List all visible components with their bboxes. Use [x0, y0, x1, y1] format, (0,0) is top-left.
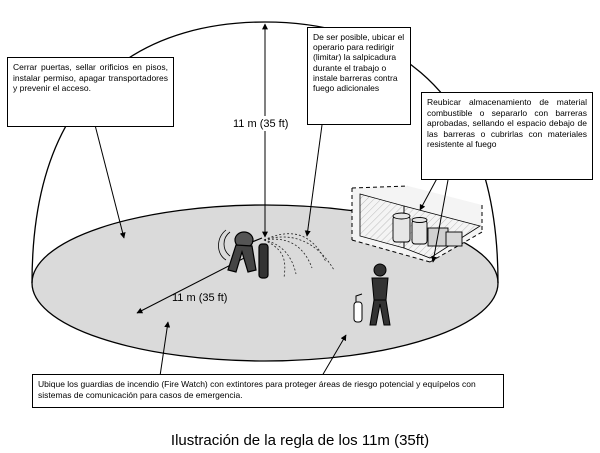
callout-firewatch: Ubique los guardias de incendio (Fire Wa… — [32, 374, 504, 408]
arrow-relocate-b — [431, 179, 449, 263]
arrow-firewatch — [159, 321, 171, 377]
welder-figure — [218, 229, 269, 279]
arrow-doors — [94, 124, 126, 239]
drums — [392, 212, 463, 247]
arrow-firewatch-extinguisher — [321, 334, 347, 377]
callout-doors: Cerrar puertas, sellar orificios en piso… — [7, 57, 174, 127]
figure-caption: Ilustración de la regla de los 11m (35ft… — [170, 432, 430, 449]
vertical-dimension-label: 11 m (35 ft) — [233, 118, 288, 130]
fire-watch-person — [369, 263, 391, 326]
callout-relocate: Reubicar almacenamiento de material comb… — [421, 92, 593, 180]
arrow-operator — [304, 124, 323, 237]
horizontal-dimension-label: 11 m (35 ft) — [172, 292, 227, 304]
callout-operator: De ser posible, ubicar el operario para … — [307, 27, 411, 125]
sparks — [263, 233, 335, 279]
extinguisher-icon — [353, 293, 363, 323]
